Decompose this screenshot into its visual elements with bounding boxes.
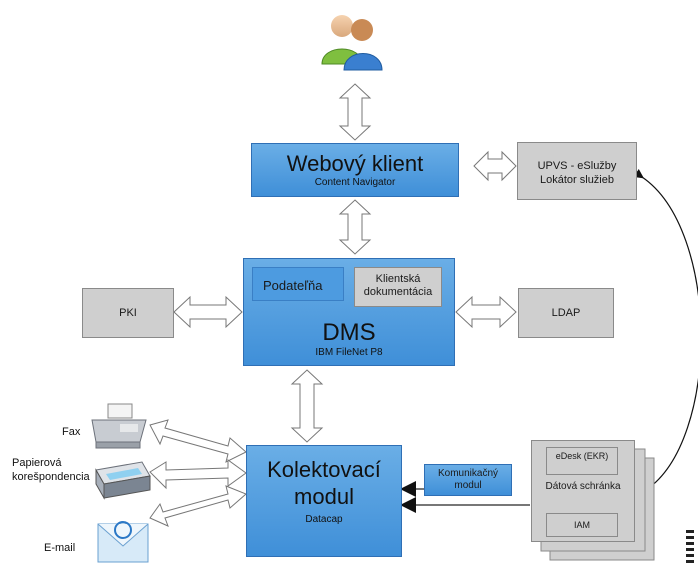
- datova-schranka-box: eDesk (EKR) Dátová schránka IAM: [531, 440, 635, 542]
- dms-box: Podateľňa Klientská dokumentácia DMS IBM…: [243, 258, 455, 366]
- pki-label: PKI: [119, 307, 137, 319]
- barcode-mark: [686, 530, 694, 566]
- paper-label: Papierová korešpondencia: [12, 457, 90, 483]
- datova-label: Dátová schránka: [545, 481, 621, 492]
- webovy-klient-subtitle: Content Navigator: [314, 177, 396, 188]
- pki-box: PKI: [82, 288, 174, 338]
- connector-arrows: [173, 83, 517, 443]
- klientska-box: Klientská dokumentácia: [354, 267, 442, 307]
- dms-title: DMS: [322, 319, 376, 346]
- email-icon: [97, 521, 149, 563]
- ldap-label: LDAP: [551, 307, 581, 319]
- komunikacny-box: Komunikačný modul: [424, 464, 512, 496]
- email-label: E-mail: [44, 542, 76, 554]
- klientska-label: Klientská dokumentácia: [363, 273, 433, 298]
- podatelna-label: Podateľňa: [263, 278, 323, 293]
- users-icon: [321, 15, 383, 71]
- ldap-box: LDAP: [518, 288, 614, 338]
- upvs-label: UPVS - eSlužby Lokátor služieb: [537, 160, 617, 186]
- upvs-box: UPVS - eSlužby Lokátor služieb: [517, 142, 637, 200]
- kolektovaci-title: Kolektovací modul: [267, 457, 381, 509]
- dms-subtitle: IBM FileNet P8: [315, 347, 383, 358]
- komunikacny-label: Komunikačný modul: [437, 468, 499, 491]
- edesk-label: eDesk (EKR): [555, 451, 609, 461]
- podatelna-box: Podateľňa: [252, 267, 344, 301]
- upvs-datova-connector: [633, 168, 698, 492]
- iam-label: IAM: [573, 520, 590, 530]
- edesk-box: eDesk (EKR): [546, 447, 618, 475]
- webovy-klient-box: Webový klient Content Navigator: [251, 143, 459, 197]
- input-arrows: [149, 419, 247, 527]
- webovy-klient-title: Webový klient: [286, 151, 424, 176]
- kolektovaci-box: Kolektovací modul Datacap: [246, 445, 402, 557]
- fax-icon: [91, 403, 147, 449]
- iam-box: IAM: [546, 513, 618, 537]
- scanner-icon: [95, 461, 151, 500]
- kolektovaci-subtitle: Datacap: [305, 514, 343, 525]
- fax-label: Fax: [62, 426, 81, 438]
